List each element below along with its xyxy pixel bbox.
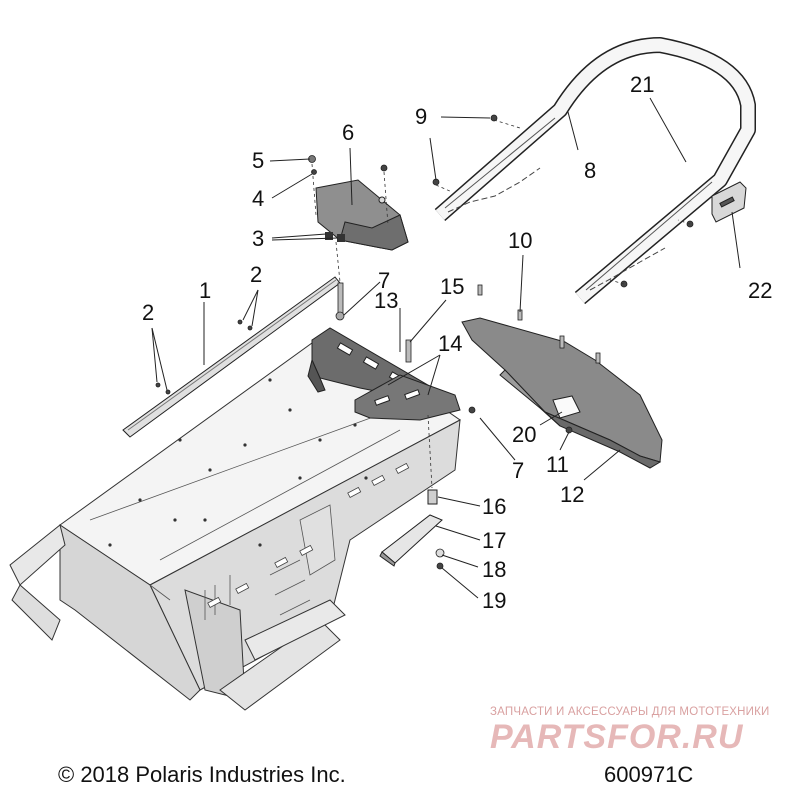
- part-20-reflector: [552, 395, 581, 419]
- part-6-cover: [315, 179, 409, 251]
- part-8-grab-handle: [434, 37, 756, 305]
- callout-7-lower: 7: [512, 458, 525, 483]
- callout-16: 16: [482, 494, 507, 519]
- callout-3: 3: [252, 226, 265, 251]
- part-17-step-plate: [379, 514, 443, 567]
- callout-15: 15: [440, 274, 465, 299]
- copyright-text: © 2018 Polaris Industries Inc.: [58, 762, 346, 787]
- watermark-tagline: ЗАПЧАСТИ И АКСЕССУАРЫ ДЛЯ МОТОТЕХНИКИ: [490, 706, 770, 718]
- callout-8: 8: [584, 158, 597, 183]
- callout-13: 13: [374, 288, 399, 313]
- part-22-emblem: [711, 181, 747, 223]
- callout-19: 19: [482, 588, 507, 613]
- callout-20: 20: [512, 422, 537, 447]
- tunnel-details: [89, 399, 421, 620]
- callout-21: 21: [630, 72, 655, 97]
- dashed-guides: [311, 119, 691, 489]
- callout-12: 12: [560, 482, 585, 507]
- callout-2-left: 2: [142, 300, 155, 325]
- callout-14: 14: [438, 331, 463, 356]
- part-3-clips: [325, 232, 345, 242]
- tunnel-holes: [108, 378, 368, 592]
- callout-18: 18: [482, 557, 507, 582]
- fasteners: [155, 114, 694, 570]
- rear-tunnel: [9, 329, 461, 711]
- figure-number: 600971C: [604, 762, 694, 787]
- callout-9: 9: [415, 104, 428, 129]
- callout-22: 22: [748, 278, 773, 303]
- callout-7-upper: 7: [378, 268, 391, 293]
- part-12-flap: [461, 317, 663, 469]
- part-16-spacer: [427, 489, 438, 505]
- watermark-brand: PARTSFOR.RU: [490, 718, 744, 756]
- callout-11: 11: [546, 452, 569, 477]
- callout-4: 4: [252, 186, 265, 211]
- callout-2-right: 2: [250, 262, 263, 287]
- callout-10: 10: [508, 228, 533, 253]
- leader-lines: [151, 97, 741, 599]
- callout-17: 17: [482, 528, 507, 553]
- tunnel-slots: [207, 462, 410, 609]
- callout-6: 6: [342, 120, 355, 145]
- part-14-bracket: [354, 374, 461, 421]
- callout-5: 5: [252, 148, 265, 173]
- callout-1: 1: [199, 278, 212, 303]
